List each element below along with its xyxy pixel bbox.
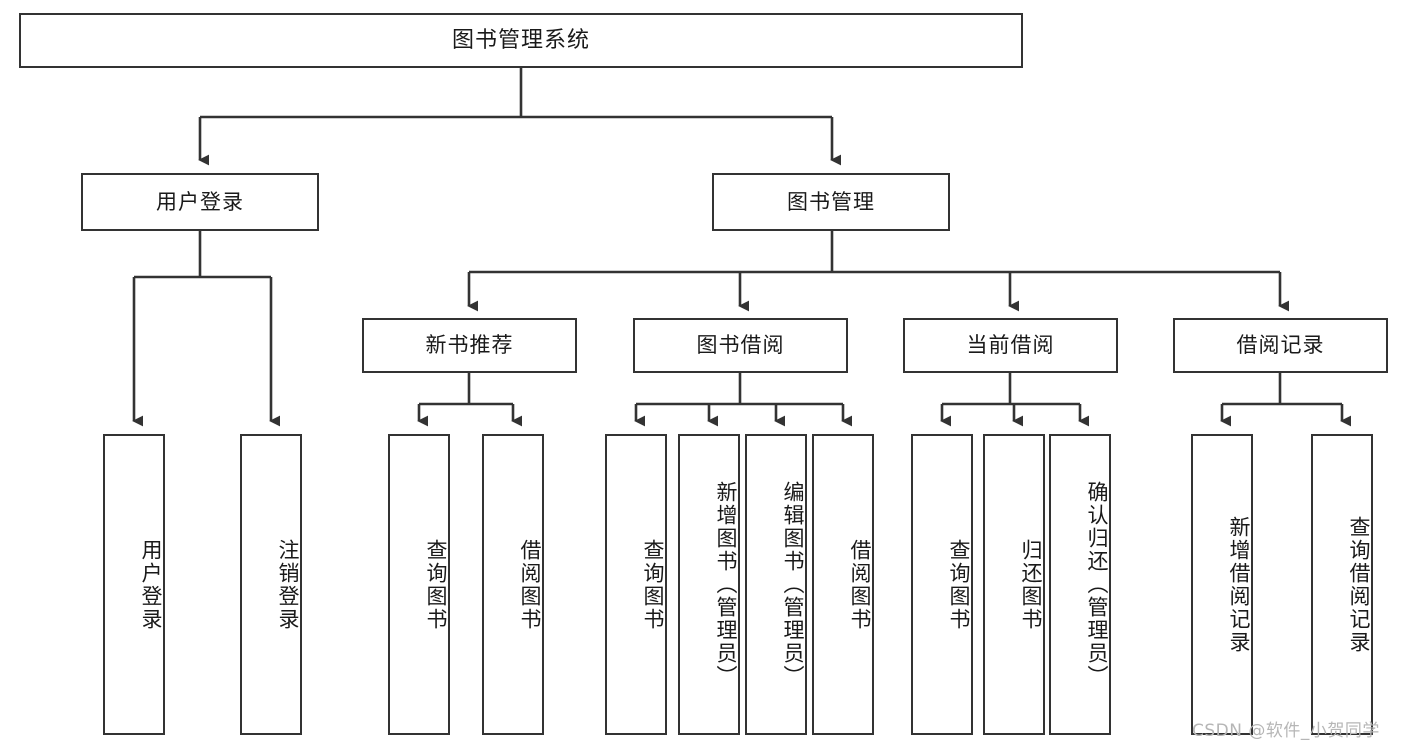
node-current-borrow-label: 当前借阅	[966, 333, 1055, 358]
leaf-node[interactable]: 查询借阅记录	[1311, 434, 1373, 735]
node-user-login[interactable]: 用户登录	[81, 173, 319, 231]
node-book-management-label: 图书管理	[787, 189, 875, 214]
node-book-borrow-label: 图书借阅	[696, 333, 785, 358]
leaf-node[interactable]: 借阅图书	[812, 434, 874, 735]
node-root[interactable]: 图书管理系统	[19, 13, 1023, 68]
leaf-node[interactable]: 查询图书	[911, 434, 973, 735]
leaf-node[interactable]: 用户登录	[103, 434, 165, 735]
leaf-node[interactable]: 编辑图书（管理员）	[745, 434, 807, 735]
leaf-node[interactable]: 查询图书	[605, 434, 667, 735]
leaf-node[interactable]: 新增借阅记录	[1191, 434, 1253, 735]
csdn-watermark: CSDN @软件_小贺同学	[1192, 721, 1380, 741]
node-borrow-records[interactable]: 借阅记录	[1173, 318, 1388, 373]
leaf-node[interactable]: 借阅图书	[482, 434, 544, 735]
leaf-node[interactable]: 归还图书	[983, 434, 1045, 735]
leaf-label: 新增借阅记录	[1227, 515, 1251, 654]
leaf-node[interactable]: 确认归还（管理员）	[1049, 434, 1111, 735]
node-book-borrow[interactable]: 图书借阅	[633, 318, 848, 373]
leaf-label: 归还图书	[1019, 538, 1043, 631]
leaf-label: 借阅图书	[518, 538, 542, 631]
leaf-node[interactable]: 注销登录	[240, 434, 302, 735]
leaf-label: 注销登录	[276, 538, 300, 631]
node-user-login-label: 用户登录	[156, 189, 244, 214]
node-new-book-recommend[interactable]: 新书推荐	[362, 318, 577, 373]
leaf-label: 借阅图书	[848, 538, 872, 631]
leaf-label: 新增图书（管理员）	[714, 481, 738, 688]
leaf-node[interactable]: 查询图书	[388, 434, 450, 735]
node-root-label: 图书管理系统	[451, 27, 590, 53]
leaf-label: 编辑图书（管理员）	[781, 481, 805, 688]
leaf-label: 确认归还（管理员）	[1085, 481, 1109, 688]
leaf-label: 查询图书	[947, 538, 971, 631]
leaf-label: 用户登录	[139, 538, 163, 631]
leaf-label: 查询借阅记录	[1347, 515, 1371, 654]
node-current-borrow[interactable]: 当前借阅	[903, 318, 1118, 373]
node-borrow-records-label: 借阅记录	[1236, 333, 1325, 358]
leaf-label: 查询图书	[641, 538, 665, 631]
node-new-book-recommend-label: 新书推荐	[425, 333, 514, 358]
leaf-node[interactable]: 新增图书（管理员）	[678, 434, 740, 735]
node-book-management[interactable]: 图书管理	[712, 173, 950, 231]
leaf-label: 查询图书	[424, 538, 448, 631]
